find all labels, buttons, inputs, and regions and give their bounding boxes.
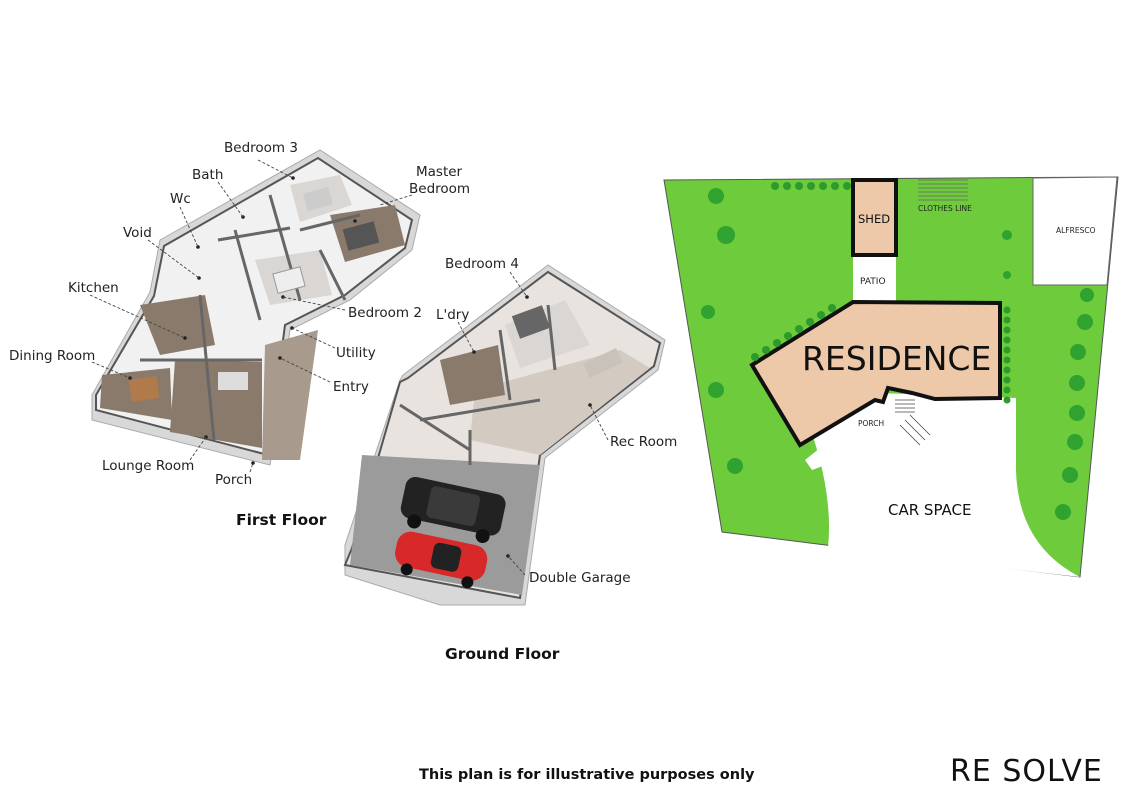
label-wc: Wc xyxy=(170,191,191,207)
label-kitchen: Kitchen xyxy=(68,280,119,296)
kitchen-floor xyxy=(140,295,215,355)
first-floor-plan: Bedroom 3 Bath Master Bedroom Wc Void Ki… xyxy=(9,140,470,529)
rec-room-floor xyxy=(470,350,650,455)
shed-building xyxy=(851,178,898,257)
label-master-line2: Bedroom xyxy=(409,181,470,197)
label-bedroom-2: Bedroom 2 xyxy=(348,305,422,321)
laundry-floor xyxy=(440,345,505,405)
label-utility: Utility xyxy=(336,345,376,361)
hedge-shrubs xyxy=(751,182,1011,404)
site-plan: RESIDENCE SHED PATIO CLOTHES LINE ALFRES… xyxy=(663,176,1119,578)
label-void: Void xyxy=(123,225,152,241)
resolve-logo: RE SOLVE xyxy=(950,754,1103,789)
label-rec-room: Rec Room xyxy=(610,434,677,450)
rec-sofa xyxy=(583,348,623,378)
label-master-line1: Master xyxy=(416,164,463,180)
trees xyxy=(701,188,1094,520)
dining-table xyxy=(128,376,160,402)
first-floor-title: First Floor xyxy=(236,511,327,529)
label-double-garage: Double Garage xyxy=(529,570,631,586)
alfresco-label: ALFRESCO xyxy=(1056,226,1096,235)
patio-label: PATIO xyxy=(860,277,886,287)
label-porch: Porch xyxy=(215,472,252,488)
black-suv xyxy=(400,476,506,544)
lounge-sofa xyxy=(218,372,248,390)
porch-deck xyxy=(262,330,318,460)
label-bedroom-3: Bedroom 3 xyxy=(224,140,298,156)
porch-stairs xyxy=(895,399,931,446)
porch-label-site: PORCH xyxy=(858,419,884,428)
shed-label: SHED xyxy=(858,212,890,226)
clothes-line xyxy=(918,179,968,201)
label-entry: Entry xyxy=(333,379,369,395)
label-bath: Bath xyxy=(192,167,223,183)
bedroom3-bed xyxy=(303,186,333,212)
bedroom4-bed xyxy=(511,305,551,339)
master-bed xyxy=(342,221,380,251)
disclaimer-text: This plan is for illustrative purposes o… xyxy=(419,767,755,783)
car-space-label: CAR SPACE xyxy=(888,501,971,519)
porch-area xyxy=(805,400,930,470)
label-lounge-room: Lounge Room xyxy=(102,458,194,474)
red-car xyxy=(395,531,488,589)
ground-floor-title: Ground Floor xyxy=(445,645,560,663)
residence-label: RESIDENCE xyxy=(802,339,991,378)
label-dining-room: Dining Room xyxy=(9,348,95,364)
patio-area xyxy=(853,255,896,303)
residence-building xyxy=(749,299,1002,448)
label-bedroom-4: Bedroom 4 xyxy=(445,256,519,272)
label-laundry: L'dry xyxy=(436,307,469,323)
clothes-line-label: CLOTHES LINE xyxy=(918,204,972,213)
alfresco-area xyxy=(1032,176,1118,286)
ground-floor-plan: Bedroom 4 L'dry Rec Room Double Garage G… xyxy=(343,256,677,663)
bedroom2-bed xyxy=(272,266,306,294)
